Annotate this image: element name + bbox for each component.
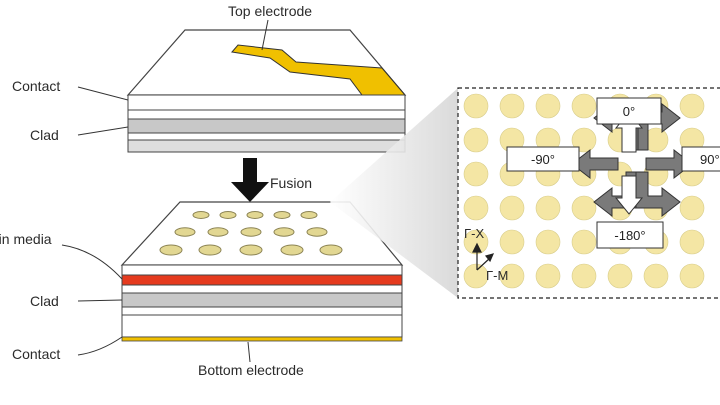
lattice-hole xyxy=(571,195,597,221)
axis-gamma-x-label: Γ-X xyxy=(464,226,484,241)
lattice-hole xyxy=(499,229,525,255)
angle-minus180-label: -180° xyxy=(614,228,645,243)
bottom-white-band xyxy=(121,284,403,294)
axis-indicator xyxy=(472,242,495,271)
top-electrode-leader xyxy=(261,19,269,51)
axis-gamma-m-label: Γ-M xyxy=(486,268,508,283)
contact-bottom-label: Contact xyxy=(12,346,60,362)
white-arrow-down xyxy=(614,175,644,215)
angle-0-box xyxy=(596,97,662,125)
lattice-hole xyxy=(499,195,525,221)
inset-frame xyxy=(457,87,720,299)
bottom-contact-layer xyxy=(121,314,403,338)
top-electrode-label: Top electrode xyxy=(228,3,312,19)
angle-90-box xyxy=(681,146,720,172)
fusion-arrow xyxy=(231,158,269,202)
bottom-electrode-leader xyxy=(247,341,251,363)
lattice-hole xyxy=(463,263,489,289)
lattice-hole xyxy=(679,93,705,119)
lattice-inset: 0° -90° 90° -180° Γ-X Γ-M xyxy=(457,87,720,299)
contact-bottom-leader xyxy=(77,336,123,356)
angle-minus180-box xyxy=(596,221,664,249)
contact-top-label: Contact xyxy=(12,78,60,94)
lattice-hole xyxy=(535,263,561,289)
clad-top-leader xyxy=(77,126,129,136)
bottom-electrode-layer xyxy=(121,336,403,342)
clad-bottom-label: Clad xyxy=(30,293,59,309)
clad-bottom-leader xyxy=(77,299,123,302)
top-contact-layer xyxy=(127,94,406,111)
angle-90-label: 90° xyxy=(700,152,720,167)
lattice-hole xyxy=(535,93,561,119)
bottom-electrode-label: Bottom electrode xyxy=(198,362,304,378)
lattice-hole xyxy=(535,229,561,255)
angle-minus90-label: -90° xyxy=(531,152,555,167)
top-wafer xyxy=(126,29,407,153)
lattice-hole xyxy=(679,263,705,289)
bottom-clad-layer xyxy=(121,292,403,308)
top-clad-layer xyxy=(127,118,406,134)
contact-top-leader xyxy=(77,86,129,101)
lattice-hole xyxy=(499,93,525,119)
lattice-hole xyxy=(535,195,561,221)
lattice-hole xyxy=(463,93,489,119)
arrow-left-up xyxy=(571,148,619,180)
top-white-layer xyxy=(127,109,406,120)
lattice-hole xyxy=(571,127,597,153)
arrow-down-right xyxy=(635,171,681,218)
lattice-hole xyxy=(679,229,705,255)
fusion-label: Fusion xyxy=(270,175,312,191)
angle-0-label: 0° xyxy=(623,104,635,119)
gain-media-leader xyxy=(61,244,123,280)
lattice-hole xyxy=(463,195,489,221)
bottom-white-band-2 xyxy=(121,306,403,316)
gain-media-layer xyxy=(121,274,403,286)
lattice-hole xyxy=(463,127,489,153)
lattice-hole xyxy=(499,263,525,289)
lattice-holes xyxy=(463,93,705,289)
magnification-fan xyxy=(330,88,458,298)
clad-top-label: Clad xyxy=(30,127,59,143)
bottom-top-band xyxy=(121,264,403,276)
surface-hole-pattern xyxy=(159,211,343,256)
lattice-hole xyxy=(643,263,669,289)
lattice-hole xyxy=(571,263,597,289)
angle-minus90-box xyxy=(506,146,580,172)
top-base-band xyxy=(127,139,406,153)
lattice-hole xyxy=(463,161,489,187)
lattice-hole xyxy=(679,195,705,221)
lattice-hole xyxy=(571,229,597,255)
gain-media-label: Gain media xyxy=(0,231,52,247)
lattice-hole xyxy=(463,229,489,255)
lattice-hole xyxy=(571,93,597,119)
lattice-hole xyxy=(607,263,633,289)
top-bottom-band xyxy=(127,132,406,141)
